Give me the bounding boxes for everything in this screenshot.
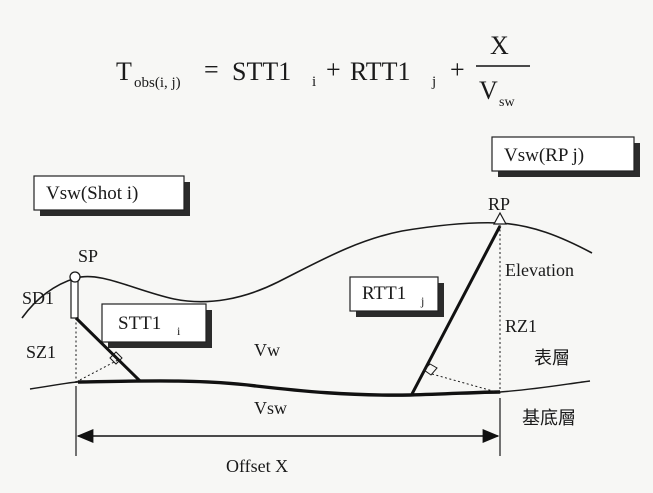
formula-lhs-subscript: obs(i, j) [134, 75, 181, 91]
rtt1-normal-dotted [431, 373, 501, 394]
formula-term-rtt1: RTT1 [350, 57, 411, 86]
formula-term-stt1: STT1 [232, 57, 291, 86]
box-vsw-rp: Vsw(RP j) [491, 136, 640, 177]
rtt1-ray [410, 225, 502, 395]
box-vsw-shot-label: Vsw(Shot i) [46, 183, 138, 204]
stt1-ray [74, 316, 142, 383]
label-rz1: RZ1 [505, 316, 537, 336]
box-rtt1-subscript: j [420, 294, 424, 308]
formula-lhs: T [116, 57, 132, 86]
travel-time-formula: T obs(i, j) = STT1 i + RTT1 j + X V sw [116, 31, 530, 110]
label-surface-layer: 表層 [534, 348, 570, 369]
label-vsw: Vsw [254, 398, 287, 418]
formula-term-stt1-subscript: i [312, 74, 316, 90]
label-rp: RP [488, 194, 510, 214]
receiver-point-marker [492, 211, 508, 225]
label-offset-x: Offset X [226, 456, 288, 476]
rtt1-right-angle-mark [423, 363, 438, 376]
label-sz1: SZ1 [26, 342, 56, 362]
formula-term-rtt1-subscript: j [431, 74, 436, 90]
formula-plus-2: + [450, 55, 465, 84]
label-elevation: Elevation [505, 260, 574, 280]
box-rtt1: RTT1 j [349, 276, 444, 317]
refracted-ray-path [77, 379, 501, 397]
formula-denominator: V [479, 76, 498, 105]
formula-equals: = [204, 55, 219, 84]
label-base-layer: 基底層 [522, 408, 576, 429]
shot-hole-casing [70, 279, 79, 319]
formula-denominator-subscript: sw [499, 95, 515, 110]
label-sd1: SD1 [22, 288, 54, 308]
box-vsw-shot: Vsw(Shot i) [33, 175, 190, 216]
formula-numerator: X [490, 31, 509, 60]
box-rtt1-label: RTT1 [362, 283, 406, 304]
stt1-right-angle-mark [109, 351, 123, 365]
box-vsw-rp-label: Vsw(RP j) [504, 145, 584, 166]
box-stt1-label: STT1 [118, 313, 161, 334]
formula-plus-1: + [326, 55, 341, 84]
box-stt1: STT1 i [101, 303, 212, 348]
shot-point-marker [69, 271, 81, 283]
stt1-normal-dotted [75, 359, 119, 383]
label-sp: SP [78, 246, 98, 266]
label-vw: Vw [254, 340, 280, 360]
box-stt1-subscript: i [177, 324, 181, 338]
